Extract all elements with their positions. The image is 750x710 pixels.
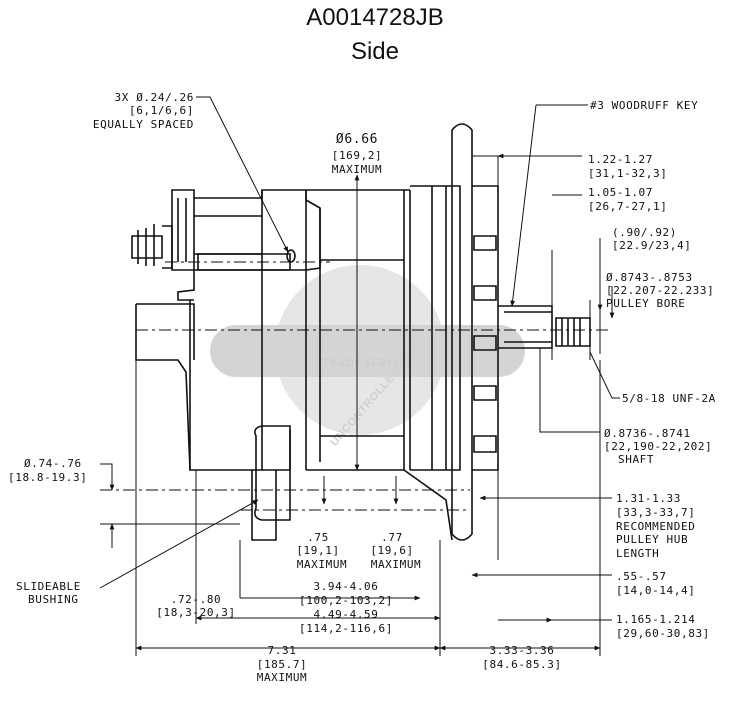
foot-a-line-2: [19,1] <box>296 544 339 557</box>
hub-length-line-5: LENGTH <box>616 547 659 560</box>
mount-holes-line-3: EQUALLY SPACED <box>93 118 194 131</box>
woodruff-key-label: #3 WOODRUFF KEY <box>590 99 698 112</box>
pulley-seat-line-2: [26,7-27,1] <box>588 200 667 213</box>
watermark: TRADE SERVICE UNCONTROLLED COPY <box>210 265 525 449</box>
callout-hub-length: 1.31-1.33 [33,3-33,7] RECOMMENDED PULLEY… <box>616 492 695 560</box>
housing-dia-line-3: MAXIMUM <box>332 163 383 176</box>
dim-449-line-2: [114,2-116,6] <box>299 622 393 635</box>
centerlines <box>100 261 610 511</box>
mount-holes-line-2: [6,1/6,6] <box>129 104 194 117</box>
housing-dia-line-1: Ø6.66 <box>336 132 378 147</box>
slideable-bushing <box>254 425 291 521</box>
bushing-travel-line-2: [18,3-20,3] <box>156 606 235 619</box>
foot-b-line-1: .77 <box>381 531 403 544</box>
pulley-bore-line-2: [22.207-22.233] <box>606 284 714 297</box>
slideable-line-1: SLIDEABLE <box>16 580 81 593</box>
mount-holes-line-1: 3X Ø.24/.26 <box>115 91 194 104</box>
dim-449-line-1: 4.49-4.59 <box>313 608 378 621</box>
callout-449: 4.49-4.59 [114,2-116,6] <box>299 608 393 635</box>
overall-line-1: 7.31 <box>268 644 297 657</box>
key-pos-line-1: (.90/.92) <box>612 226 677 239</box>
callout-fan-to-end: 1.22-1.27 [31,1-32,3] <box>588 153 667 180</box>
bushing-dia-line-1: Ø.74-.76 <box>24 457 82 470</box>
pulley-bore-line-3: PULLEY BORE <box>606 297 685 310</box>
dim-333-line-1: 3.33-3.36 <box>489 644 554 657</box>
callout-shaft: Ø.8736-.8741 [22,190-22,202] SHAFT <box>604 427 712 466</box>
callout-mount-holes: 3X Ø.24/.26 [6,1/6,6] EQUALLY SPACED <box>93 91 194 131</box>
overall-line-3: MAXIMUM <box>257 671 308 684</box>
hub-length-line-1: 1.31-1.33 <box>616 492 681 505</box>
callout-394: 3.94-4.06 [100,2-103,2] <box>299 580 393 607</box>
part-number-title: A0014728JB <box>306 4 444 31</box>
foot-b-line-3: MAXIMUM <box>371 558 422 571</box>
callout-bushing-diameter: Ø.74-.76 [18.8-19.3] <box>8 457 87 484</box>
rear-housing-top <box>194 189 321 271</box>
view-subtitle: Side <box>350 38 400 65</box>
callout-333: 3.33-3.36 [84.6-85.3] <box>482 644 561 671</box>
slideable-line-2: BUSHING <box>28 593 79 606</box>
bushing-travel-line-1: .72-.80 <box>171 593 222 606</box>
dim-055-line-1: .55-.57 <box>616 570 667 583</box>
callout-foot-a: .75 [19,1] MAXIMUM <box>296 531 348 571</box>
shaft-line-2: [22,190-22,202] <box>604 440 712 453</box>
fan-to-end-line-1: 1.22-1.27 <box>588 153 653 166</box>
hub-length-line-4: PULLEY HUB <box>616 533 688 546</box>
pulley-seat-line-1: 1.05-1.07 <box>588 186 653 199</box>
thread-spec-label: 5/8-18 UNF-2A <box>622 392 716 405</box>
foot-a-line-1: .75 <box>307 531 329 544</box>
rear-bracket <box>171 189 195 271</box>
callout-bushing-travel: .72-.80 [18,3-20,3] <box>156 593 235 619</box>
watermark-badge-bar <box>210 325 525 377</box>
callout-key-position: (.90/.92) [22.9/23,4] <box>612 226 691 252</box>
callout-overall-length: 7.31 [185.7] MAXIMUM <box>257 644 308 684</box>
bushing-dia-line-2: [18.8-19.3] <box>8 471 87 484</box>
terminal-stud <box>131 235 163 259</box>
callout-slideable-bushing: SLIDEABLE BUSHING <box>16 580 81 606</box>
hub-length-line-3: RECOMMENDED <box>616 520 695 533</box>
hub-length-line-2: [33,3-33,7] <box>616 506 695 519</box>
key-pos-line-2: [22.9/23,4] <box>612 239 691 252</box>
callout-housing-diameter: Ø6.66 [169,2] MAXIMUM <box>332 132 383 176</box>
foot-a-line-3: MAXIMUM <box>297 558 348 571</box>
dim-394-line-2: [100,2-103,2] <box>299 594 393 607</box>
dimension-lines <box>99 96 620 656</box>
callout-foot-b: .77 [19,6] MAXIMUM <box>370 531 422 571</box>
front-pulley <box>451 123 473 541</box>
callout-055: .55-.57 [14,0-14,4] <box>616 570 695 597</box>
front-housing <box>410 185 461 471</box>
callout-pulley-seat: 1.05-1.07 [26,7-27,1] <box>588 186 667 213</box>
fan-to-end-line-2: [31,1-32,3] <box>588 167 667 180</box>
dim-055-line-2: [14,0-14,4] <box>616 584 695 597</box>
overall-line-2: [185.7] <box>257 658 308 671</box>
watermark-badge-text: TRADE SERVICE <box>322 357 414 369</box>
housing-dia-line-2: [169,2] <box>332 149 383 162</box>
dim-333-line-2: [84.6-85.3] <box>482 658 561 671</box>
dim-1165-line-2: [29,60-30,83] <box>616 627 710 640</box>
callout-1165: 1.165-1.214 [29,60-30,83] <box>616 613 710 640</box>
threaded-shaft-end <box>555 317 591 347</box>
callout-pulley-bore: Ø.8743-.8753 [22.207-22.233] PULLEY BORE <box>606 271 714 310</box>
pulley-bore-line-1: Ø.8743-.8753 <box>606 271 693 284</box>
dim-394-line-1: 3.94-4.06 <box>313 580 378 593</box>
shaft-line-1: Ø.8736-.8741 <box>604 427 691 440</box>
foot-b-line-2: [19,6] <box>370 544 413 557</box>
dim-1165-line-1: 1.165-1.214 <box>616 613 695 626</box>
shaft-line-3: SHAFT <box>618 453 654 466</box>
